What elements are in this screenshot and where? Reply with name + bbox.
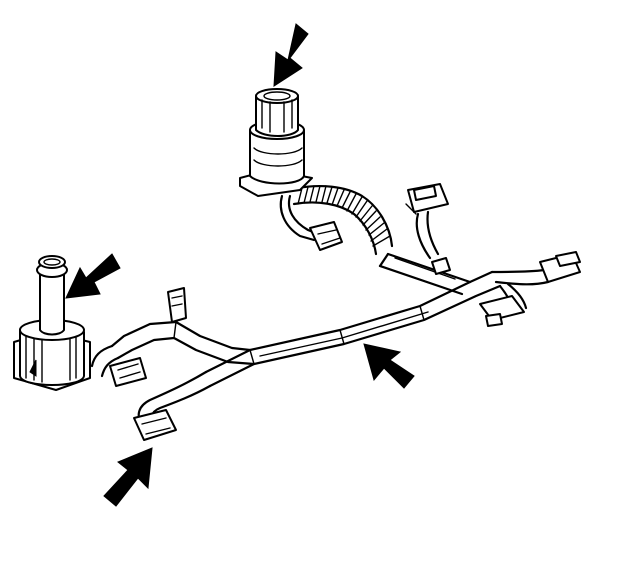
main-harness-rail bbox=[204, 270, 502, 388]
arrow-up-right-icon bbox=[103, 447, 153, 507]
arrow-down-left-icon bbox=[65, 253, 121, 299]
bottom-pigtail bbox=[133, 370, 212, 441]
top-pigtail bbox=[279, 194, 343, 251]
left-branch-loop bbox=[110, 287, 256, 366]
right-connectors bbox=[479, 251, 581, 327]
top-round-connector bbox=[239, 88, 313, 197]
upper-right-connector bbox=[405, 183, 449, 260]
left-solenoid bbox=[13, 255, 91, 391]
arrow-up-left-icon bbox=[363, 343, 415, 389]
corrugated-conduit bbox=[292, 184, 394, 256]
upper-branch bbox=[378, 252, 472, 296]
arrow-down-left-icon bbox=[273, 23, 309, 87]
left-branch-connector bbox=[90, 344, 147, 387]
